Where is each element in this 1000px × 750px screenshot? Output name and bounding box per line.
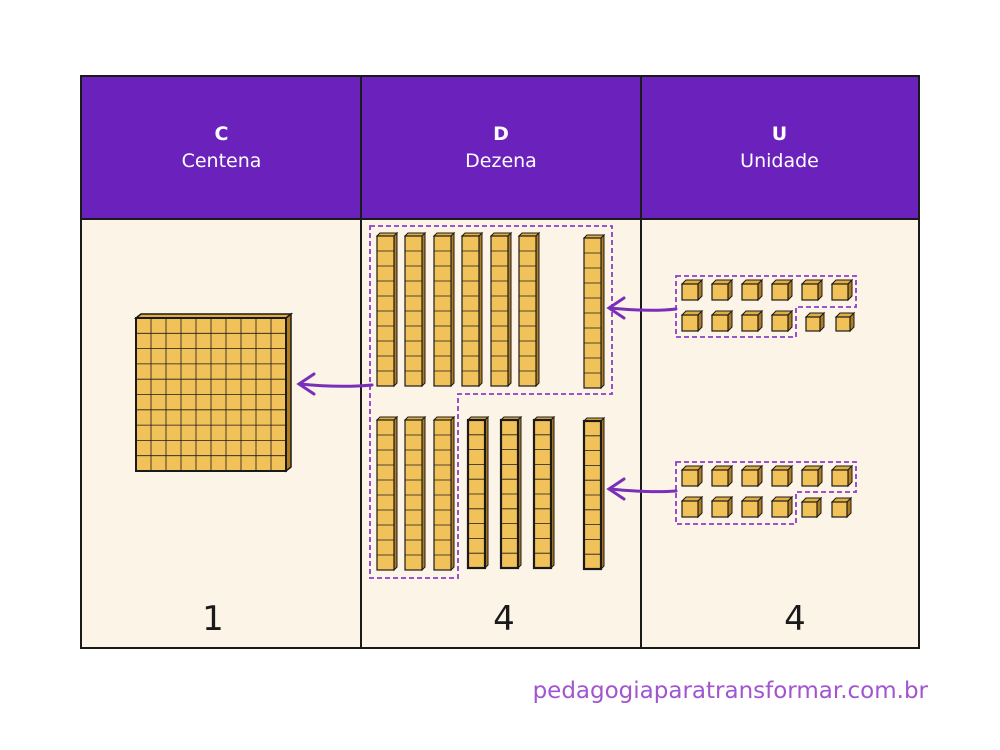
header-letter-d: D (493, 123, 509, 145)
unit-cube (800, 464, 824, 488)
header-divider (82, 218, 918, 220)
arrow-tens-to-hundred (296, 372, 374, 396)
dashed-group-ten-units-bottom (675, 461, 857, 525)
header-letter-c: C (214, 123, 229, 145)
ten-rod (432, 231, 456, 388)
header-word-centena: Centena (181, 150, 262, 172)
unit-cube (830, 278, 854, 302)
unit-cube (710, 278, 734, 302)
ten-rod (432, 415, 456, 572)
arrow-units-to-ten-bottom (606, 477, 678, 501)
place-value-table: C Centena D Dezena U Unidade 1 4 4 (80, 75, 920, 649)
count-unidade: 4 (784, 599, 806, 639)
arrow-units-to-ten-top (606, 296, 678, 320)
ten-rod (489, 231, 513, 388)
unit-cube (740, 309, 764, 333)
unit-cube (770, 309, 794, 333)
unit-cube (770, 464, 794, 488)
unit-cube (770, 495, 794, 519)
ten-rod (375, 231, 399, 388)
unit-cube (770, 278, 794, 302)
unit-cube (740, 495, 764, 519)
ten-rod (403, 231, 427, 388)
unit-cube (680, 495, 704, 519)
unit-cube (740, 464, 764, 488)
unit-cube (710, 464, 734, 488)
unit-cube (834, 311, 856, 333)
unit-cube (680, 309, 704, 333)
unit-cube (740, 278, 764, 302)
header-centena: C Centena (82, 77, 361, 219)
ten-rod (375, 415, 399, 572)
ten-rod (582, 416, 606, 571)
column-divider-1 (360, 77, 362, 647)
count-dezena: 4 (493, 599, 515, 639)
unit-cube (830, 496, 853, 519)
dashed-group-ten-units-top (675, 275, 857, 338)
column-divider-2 (640, 77, 642, 647)
unit-cube (680, 464, 704, 488)
unit-cubes-group (680, 278, 856, 519)
hundred-flat-block (133, 312, 294, 473)
header-letter-u: U (771, 123, 788, 145)
unit-cube (710, 495, 734, 519)
count-centena: 1 (202, 599, 224, 639)
dashed-group-ten-tens (369, 225, 613, 579)
ten-rod (582, 233, 606, 390)
ten-rods-group (375, 231, 606, 572)
unit-cube (710, 309, 734, 333)
header-unidade: U Unidade (641, 77, 918, 219)
ten-rod (499, 415, 523, 570)
unit-cube (680, 278, 704, 302)
header-word-dezena: Dezena (465, 150, 537, 172)
header-word-unidade: Unidade (740, 150, 819, 172)
ten-rod (460, 231, 484, 388)
ten-rod (517, 231, 541, 388)
unit-cube (800, 278, 824, 302)
site-credit: pedagogiaparatransformar.com.br (532, 678, 928, 704)
unit-cube (800, 496, 823, 519)
ten-rod (532, 415, 556, 570)
unit-cube (830, 464, 854, 488)
ten-rod (466, 415, 490, 570)
unit-cube (804, 311, 826, 333)
ten-rod (403, 415, 427, 572)
header-dezena: D Dezena (361, 77, 641, 219)
